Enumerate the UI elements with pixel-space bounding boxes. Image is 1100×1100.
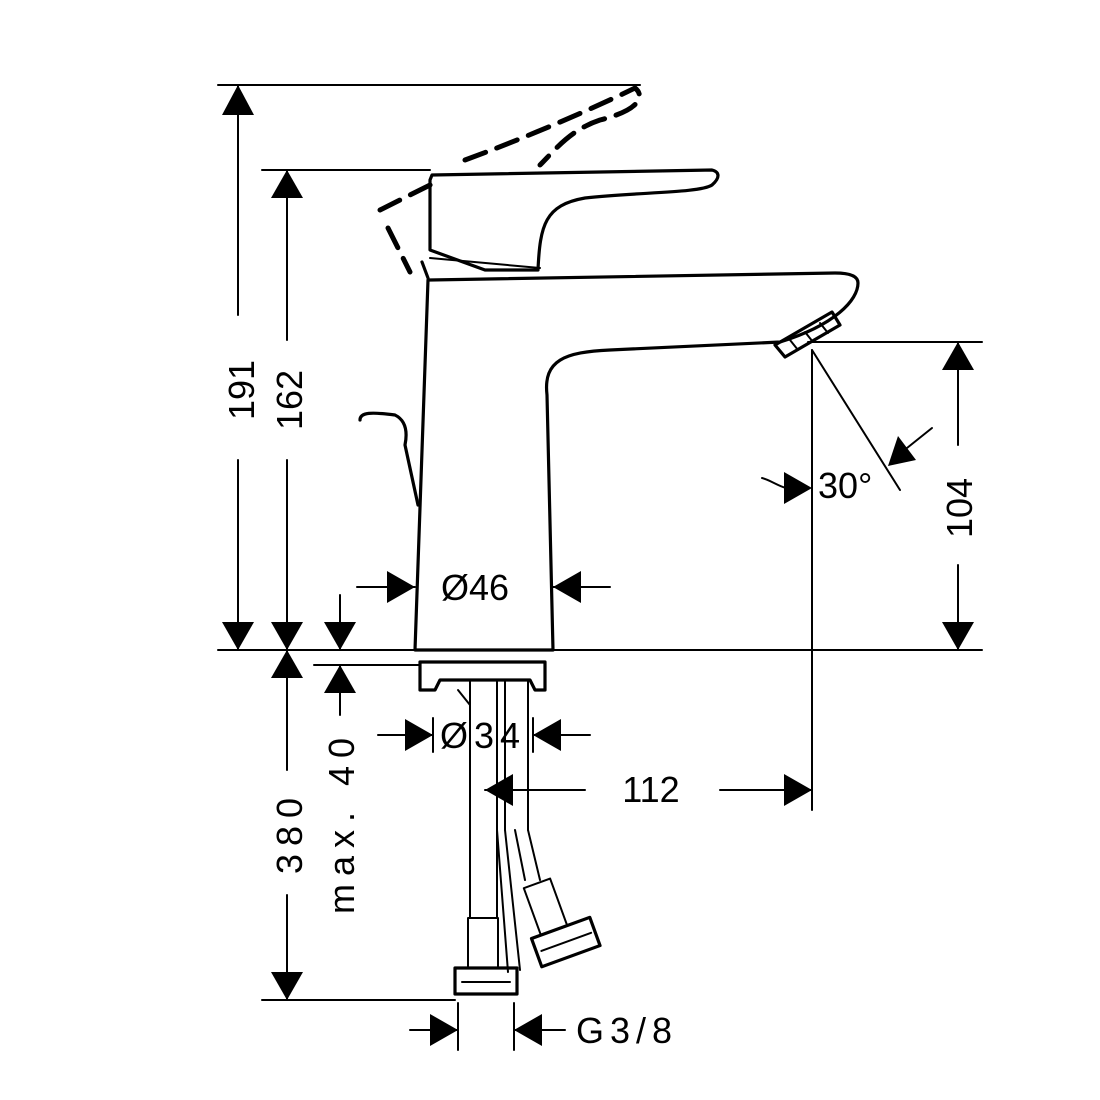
label-angle-30: 30° (818, 465, 872, 506)
hose-2-bend (504, 829, 541, 971)
arrow-g38-right (514, 1014, 542, 1046)
label-112: 112 (622, 769, 679, 810)
arrow-104-top (942, 342, 974, 370)
hose-3 (496, 829, 509, 973)
arrow-30-right (888, 436, 916, 466)
arrow-380-top (271, 650, 303, 678)
lever-open-rear (377, 177, 443, 213)
label-162: 162 (269, 370, 310, 430)
arrow-112-right (784, 774, 812, 806)
lever-base-line (429, 257, 541, 269)
label-max-40: max. 40 (321, 730, 362, 914)
aerator-line-1 (789, 339, 799, 351)
arrow-34-right (533, 719, 561, 751)
arrow-30-left (784, 472, 812, 504)
aerator-line-2 (804, 331, 814, 343)
arrow-34-left (405, 719, 433, 751)
arrow-191-top (222, 85, 254, 115)
arrow-46-left (387, 571, 415, 603)
label-diameter-46: Ø46 (441, 567, 509, 608)
label-diameter-34: Ø34 (440, 715, 526, 756)
mounting-rod (457, 689, 471, 706)
faucet-body (413, 271, 860, 652)
arrow-40-bottom (324, 665, 356, 693)
arrow-380-bottom (271, 972, 303, 1000)
connector-left-body (467, 917, 499, 969)
arrow-112-left (485, 774, 513, 806)
label-104: 104 (939, 478, 980, 538)
lever-neck-left (420, 260, 430, 280)
arrow-162-bottom (271, 622, 303, 650)
mounting-base (418, 660, 547, 692)
connector-right (522, 877, 602, 969)
arrow-40-top (324, 622, 356, 650)
lever-open-position (462, 85, 642, 168)
label-380: 380 (269, 790, 310, 874)
faucet-outline (217, 85, 983, 996)
label-191: 191 (221, 360, 262, 420)
lever-open-back (385, 225, 413, 275)
label-g38: G3/8 (576, 1010, 678, 1051)
angle-leader-left (761, 477, 787, 489)
arrow-g38-left (430, 1014, 458, 1046)
arrow-191-bottom (222, 622, 254, 650)
popup-rod (358, 411, 420, 507)
aerator (773, 310, 842, 359)
arrow-104-bottom (942, 622, 974, 650)
lever-handle (428, 168, 720, 272)
angle-leader-right (906, 427, 933, 449)
arrow-46-right (553, 571, 581, 603)
dimension-lines (217, 84, 983, 1051)
spray-axis (811, 349, 901, 491)
dimension-labels: 191 162 104 Ø46 30° Ø34 112 380 max. 40 … (221, 360, 980, 1051)
arrow-162-top (271, 170, 303, 198)
aerator-line-3 (819, 322, 829, 334)
